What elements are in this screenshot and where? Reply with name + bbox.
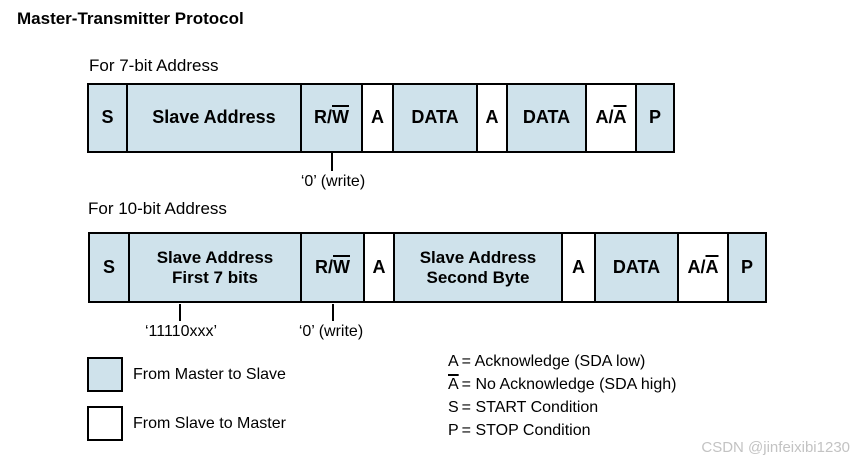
cell-ack-2: A (563, 234, 596, 301)
cell-label-line1: Slave Address (156, 247, 274, 267)
rw-overline: W (333, 256, 350, 277)
cell-read-write: R/W (302, 85, 363, 151)
cell-label-line2: First 7 bits (172, 267, 258, 287)
ack-prefix: A/ (687, 256, 706, 277)
cell-label: DATA (612, 256, 661, 277)
cell-label: A/A (595, 107, 627, 128)
callout-tick-address-prefix (179, 304, 181, 321)
cell-data-1: DATA (394, 85, 478, 151)
cell-ack-1: A (363, 85, 394, 151)
callout-label-address-prefix: ‘11110xxx’ (144, 323, 218, 340)
cell-label: R/W (314, 107, 349, 128)
definition-text: = STOP Condition (461, 422, 591, 439)
cell-read-write: R/W (302, 234, 365, 301)
cell-data-2: DATA (508, 85, 587, 151)
rw-overline: W (332, 107, 349, 128)
cell-label: A (572, 256, 585, 277)
cell-label: S (101, 107, 114, 128)
callout-label-write-10bit: ‘0’ (write) (298, 323, 364, 340)
watermark: CSDN @jinfeixibi1230 (701, 439, 850, 456)
slave-to-master-swatch (87, 406, 123, 441)
cell-label-line2: Second Byte (426, 267, 530, 287)
symbol-a-overline: A (448, 376, 459, 393)
cell-data: DATA (596, 234, 679, 301)
cell-label-line1: Slave Address (419, 247, 537, 267)
definition-start: S= START Condition (448, 396, 676, 419)
cell-ack-nack: A/A (587, 85, 637, 151)
cell-label: A (372, 256, 386, 277)
cell-label: Slave Address (152, 107, 276, 128)
rw-prefix: R/ (315, 256, 333, 277)
cell-label: DATA (411, 107, 459, 128)
cell-label: A/A (687, 256, 719, 278)
cell-ack-2: A (478, 85, 508, 151)
cell-label: P (648, 107, 661, 128)
definition-text: = START Condition (461, 399, 599, 416)
nack-overline: A (613, 107, 627, 128)
cell-start: S (90, 234, 130, 301)
cell-label: P (740, 256, 753, 277)
nack-overline: A (705, 256, 719, 277)
cell-stop: P (637, 85, 673, 151)
symbol-a: A (448, 353, 459, 370)
symbol-definitions: A= Acknowledge (SDA low) A= No Acknowled… (448, 350, 676, 442)
cell-ack-1: A (365, 234, 395, 301)
protocol-row-7bit: S Slave Address R/W A DATA A DATA A/A P (87, 83, 675, 153)
label-7-bit-address: For 7-bit Address (89, 56, 219, 75)
definition-text: = Acknowledge (SDA low) (461, 353, 646, 370)
cell-label: A (485, 107, 499, 128)
cell-stop: P (729, 234, 765, 301)
symbol-s: S (448, 399, 459, 416)
cell-label: S (102, 256, 115, 277)
cell-label: R/W (315, 256, 350, 278)
definition-ack: A= Acknowledge (SDA low) (448, 350, 676, 373)
callout-label-write-7bit: ‘0’ (write) (300, 173, 366, 190)
rw-prefix: R/ (314, 107, 332, 128)
page-title: Master-Transmitter Protocol (17, 9, 244, 28)
definition-text: = No Acknowledge (SDA high) (461, 376, 677, 393)
definition-nack: A= No Acknowledge (SDA high) (448, 373, 676, 396)
ack-prefix: A/ (595, 107, 614, 128)
label-10-bit-address: For 10-bit Address (88, 199, 227, 218)
callout-tick-write-7bit (331, 153, 333, 171)
cell-start: S (89, 85, 128, 151)
slave-to-master-label: From Slave to Master (133, 415, 286, 432)
cell-ack-nack: A/A (679, 234, 729, 301)
cell-label: A (371, 107, 384, 128)
master-to-slave-swatch (87, 357, 123, 392)
cell-label: DATA (522, 107, 571, 128)
symbol-p: P (448, 422, 459, 439)
cell-slave-address: Slave Address (128, 85, 302, 151)
definition-stop: P= STOP Condition (448, 419, 676, 442)
callout-tick-write-10bit (332, 304, 334, 321)
master-to-slave-label: From Master to Slave (133, 366, 286, 383)
